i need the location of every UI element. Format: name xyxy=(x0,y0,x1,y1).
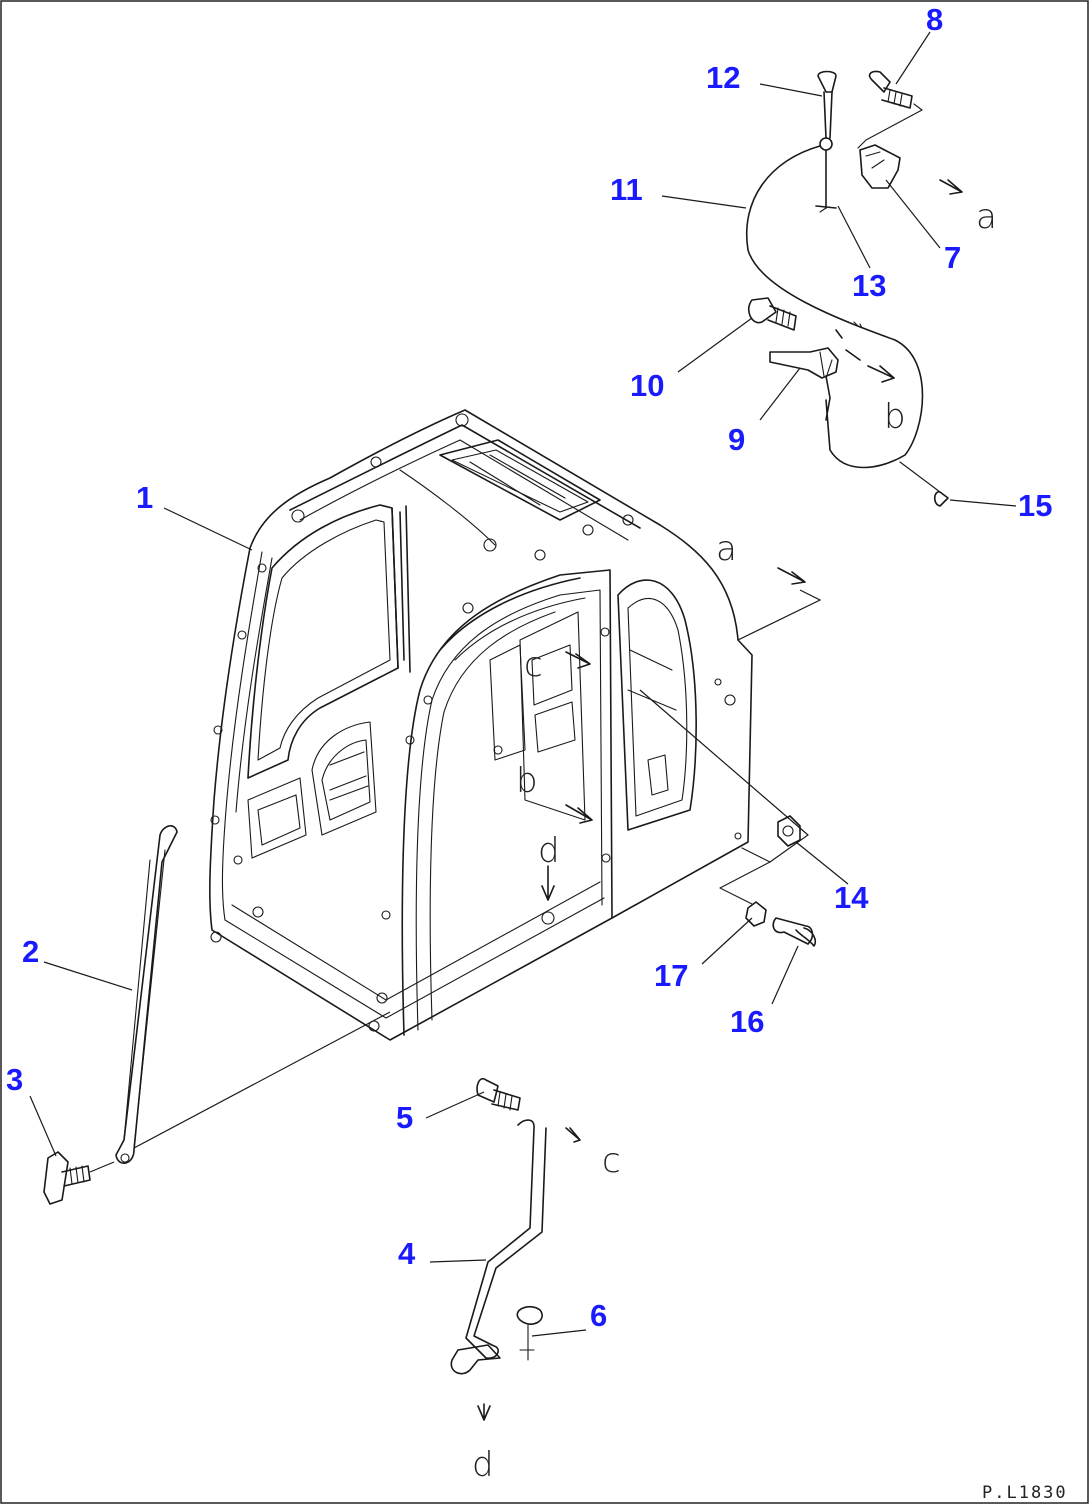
callout-15: 15 xyxy=(1018,488,1052,523)
rod-2 xyxy=(115,825,391,1164)
callout-7: 7 xyxy=(944,240,961,275)
callout-13: 13 xyxy=(852,268,886,303)
ref-b-top: b xyxy=(884,397,906,437)
callout-10: 10 xyxy=(630,368,664,403)
figure-code: P.L1830 xyxy=(982,1483,1068,1503)
callout-6: 6 xyxy=(590,1298,607,1333)
callout-8: 8 xyxy=(926,2,943,37)
reference-letters: a a b b c c d d xyxy=(472,197,997,1485)
ref-b-mid: b xyxy=(516,761,538,801)
callout-numbers: 1 2 3 4 5 6 7 8 9 10 11 12 13 14 15 16 1… xyxy=(6,2,1052,1333)
ref-d-arrow xyxy=(541,865,555,901)
fasteners-right xyxy=(719,815,817,947)
callout-2: 2 xyxy=(22,934,39,969)
callout-16: 16 xyxy=(730,1004,764,1039)
ref-a-right: a xyxy=(716,529,737,569)
ref-a-top: a xyxy=(976,197,997,237)
ref-d-mid: d xyxy=(538,831,560,871)
callout-12: 12 xyxy=(706,60,740,95)
callout-4: 4 xyxy=(398,1236,416,1271)
callout-17: 17 xyxy=(654,958,688,993)
ref-c-bottom: c xyxy=(602,1141,621,1181)
bolt-3 xyxy=(43,1151,115,1205)
mid-bracket-assembly xyxy=(747,297,949,507)
callout-3: 3 xyxy=(6,1062,23,1097)
ref-d-bottom: d xyxy=(472,1445,494,1485)
callout-9: 9 xyxy=(728,422,745,457)
top-bracket-assembly xyxy=(746,70,963,469)
ref-c-mid: c xyxy=(524,645,543,685)
callout-1: 1 xyxy=(136,480,153,515)
callout-14: 14 xyxy=(834,880,869,915)
callout-leaders xyxy=(29,31,1017,1337)
callout-11: 11 xyxy=(610,172,643,207)
rod-4-assembly xyxy=(450,1077,581,1421)
cab-frame xyxy=(209,409,753,1041)
callout-5: 5 xyxy=(396,1100,413,1135)
